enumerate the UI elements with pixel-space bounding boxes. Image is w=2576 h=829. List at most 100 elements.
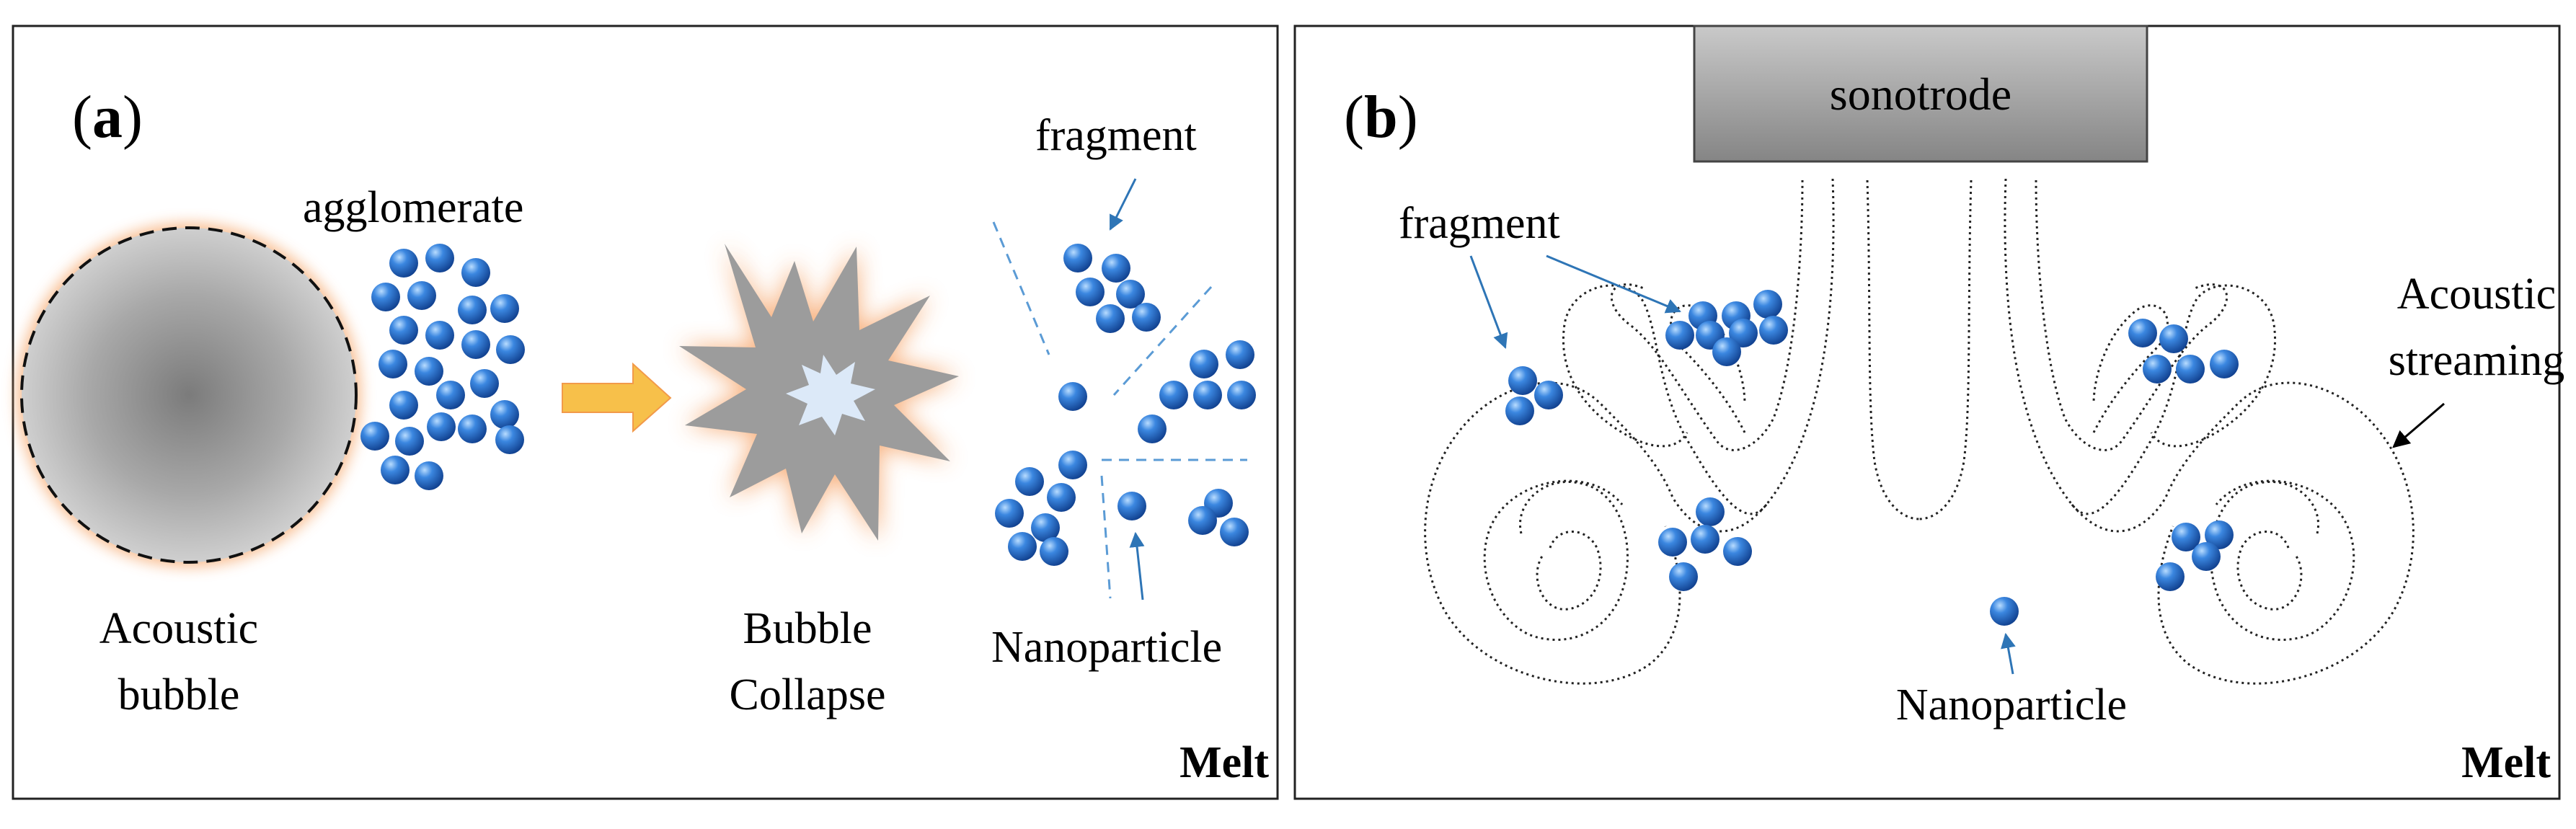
particle: [379, 350, 407, 378]
particle: [436, 381, 465, 409]
particle: [1227, 381, 1256, 409]
particle: [415, 357, 443, 386]
particle: [407, 281, 436, 310]
nanoparticle: [1990, 597, 2019, 626]
particle: [496, 335, 525, 364]
particle: [461, 330, 490, 359]
particle: [1015, 467, 1044, 496]
particle: [490, 400, 519, 429]
particle: [458, 296, 487, 324]
particle: [360, 422, 389, 451]
particle: [415, 461, 443, 490]
particle: [1102, 254, 1130, 283]
particle: [1665, 321, 1694, 350]
particle: [2192, 542, 2221, 571]
agglomerate-label: agglomerate: [303, 183, 523, 232]
fragment-particles: [995, 244, 1256, 566]
panel-a-label: (a): [72, 84, 143, 151]
particle: [1505, 396, 1534, 425]
agglomerate-particles: [360, 244, 525, 490]
streaming-pointer-arrow: [2392, 402, 2445, 448]
nanoparticle-pointer-arrow: [1129, 531, 1145, 600]
fragment-separators: [992, 221, 1247, 599]
nanoparticle-label: Nanoparticle: [991, 623, 1222, 672]
nanoparticle-pointer-arrow-b: [2001, 632, 2016, 675]
panel-a: (a) agglomerate Acoustic bubble: [12, 25, 1279, 800]
particle: [1190, 350, 1218, 378]
particle: [389, 316, 418, 345]
streaming-label-line2: streaming: [2389, 336, 2565, 385]
particle: [1723, 537, 1752, 566]
particle: [1729, 319, 1758, 347]
particle: [1063, 244, 1092, 272]
particle: [1116, 280, 1145, 309]
particle: [458, 414, 487, 443]
melt-label-b: Melt: [2461, 738, 2551, 787]
panel-b: (b) sonotrode: [1293, 25, 2565, 800]
particle: [1226, 340, 1254, 369]
fragment-particles-b: [1505, 290, 2239, 626]
particle: [2159, 324, 2188, 353]
particle: [1096, 304, 1125, 333]
fragment-pointer-arrow: [1109, 178, 1137, 231]
particle: [389, 249, 418, 278]
particle: [1138, 414, 1167, 443]
particle: [2176, 355, 2205, 384]
particle: [2128, 319, 2157, 347]
particle: [1534, 381, 1563, 409]
particle: [381, 456, 410, 484]
particle: [1008, 532, 1037, 561]
streaming-label-line1: Acoustic: [2397, 270, 2556, 319]
nanoparticle-label-b: Nanoparticle: [1896, 681, 2127, 730]
particle: [1117, 492, 1146, 520]
transition-arrow: [562, 362, 672, 433]
particle: [461, 258, 490, 287]
particle: [425, 321, 454, 350]
particle: [1669, 562, 1698, 591]
particle: [1058, 451, 1087, 479]
particle: [2210, 350, 2239, 378]
particle: [1132, 303, 1161, 332]
particle: [1691, 525, 1719, 554]
sonotrode: sonotrode: [1693, 25, 2148, 163]
particle: [1047, 483, 1076, 512]
particle: [995, 499, 1024, 528]
fragment-pointer-arrow-left: [1469, 255, 1508, 349]
acoustic-bubble: [17, 223, 360, 567]
particle: [425, 244, 454, 272]
particle: [490, 294, 519, 323]
particle: [1696, 497, 1725, 526]
particle: [2172, 523, 2200, 551]
particle: [1658, 528, 1687, 557]
particle: [1220, 518, 1249, 546]
bubble-collapse-burst: [679, 244, 959, 541]
particle: [2205, 520, 2234, 549]
particle: [2156, 562, 2185, 591]
fragment-pointer-arrow-right: [1546, 254, 1681, 314]
particle: [389, 391, 418, 420]
particle: [1058, 382, 1087, 411]
particle: [1753, 290, 1782, 319]
particle: [427, 412, 456, 441]
particle: [1193, 381, 1222, 409]
particle: [1759, 316, 1788, 345]
particle: [1159, 381, 1188, 409]
sonotrode-label: sonotrode: [1830, 68, 2011, 120]
panel-b-label: (b): [1344, 84, 1418, 151]
bubble-label-line2: bubble: [118, 670, 240, 719]
particle: [1188, 506, 1217, 535]
particle: [1040, 537, 1068, 566]
particle: [1508, 366, 1537, 395]
particle: [2143, 355, 2172, 384]
melt-label: Melt: [1179, 738, 1269, 787]
particle: [495, 425, 524, 454]
bubble-label-line1: Acoustic: [99, 604, 258, 653]
collapse-label-line2: Collapse: [730, 670, 886, 719]
particle: [1031, 513, 1060, 542]
particle: [1076, 278, 1105, 306]
particle: [470, 369, 499, 398]
fragment-label: fragment: [1035, 111, 1197, 160]
collapse-label-line1: Bubble: [743, 604, 872, 653]
particle: [395, 427, 424, 456]
